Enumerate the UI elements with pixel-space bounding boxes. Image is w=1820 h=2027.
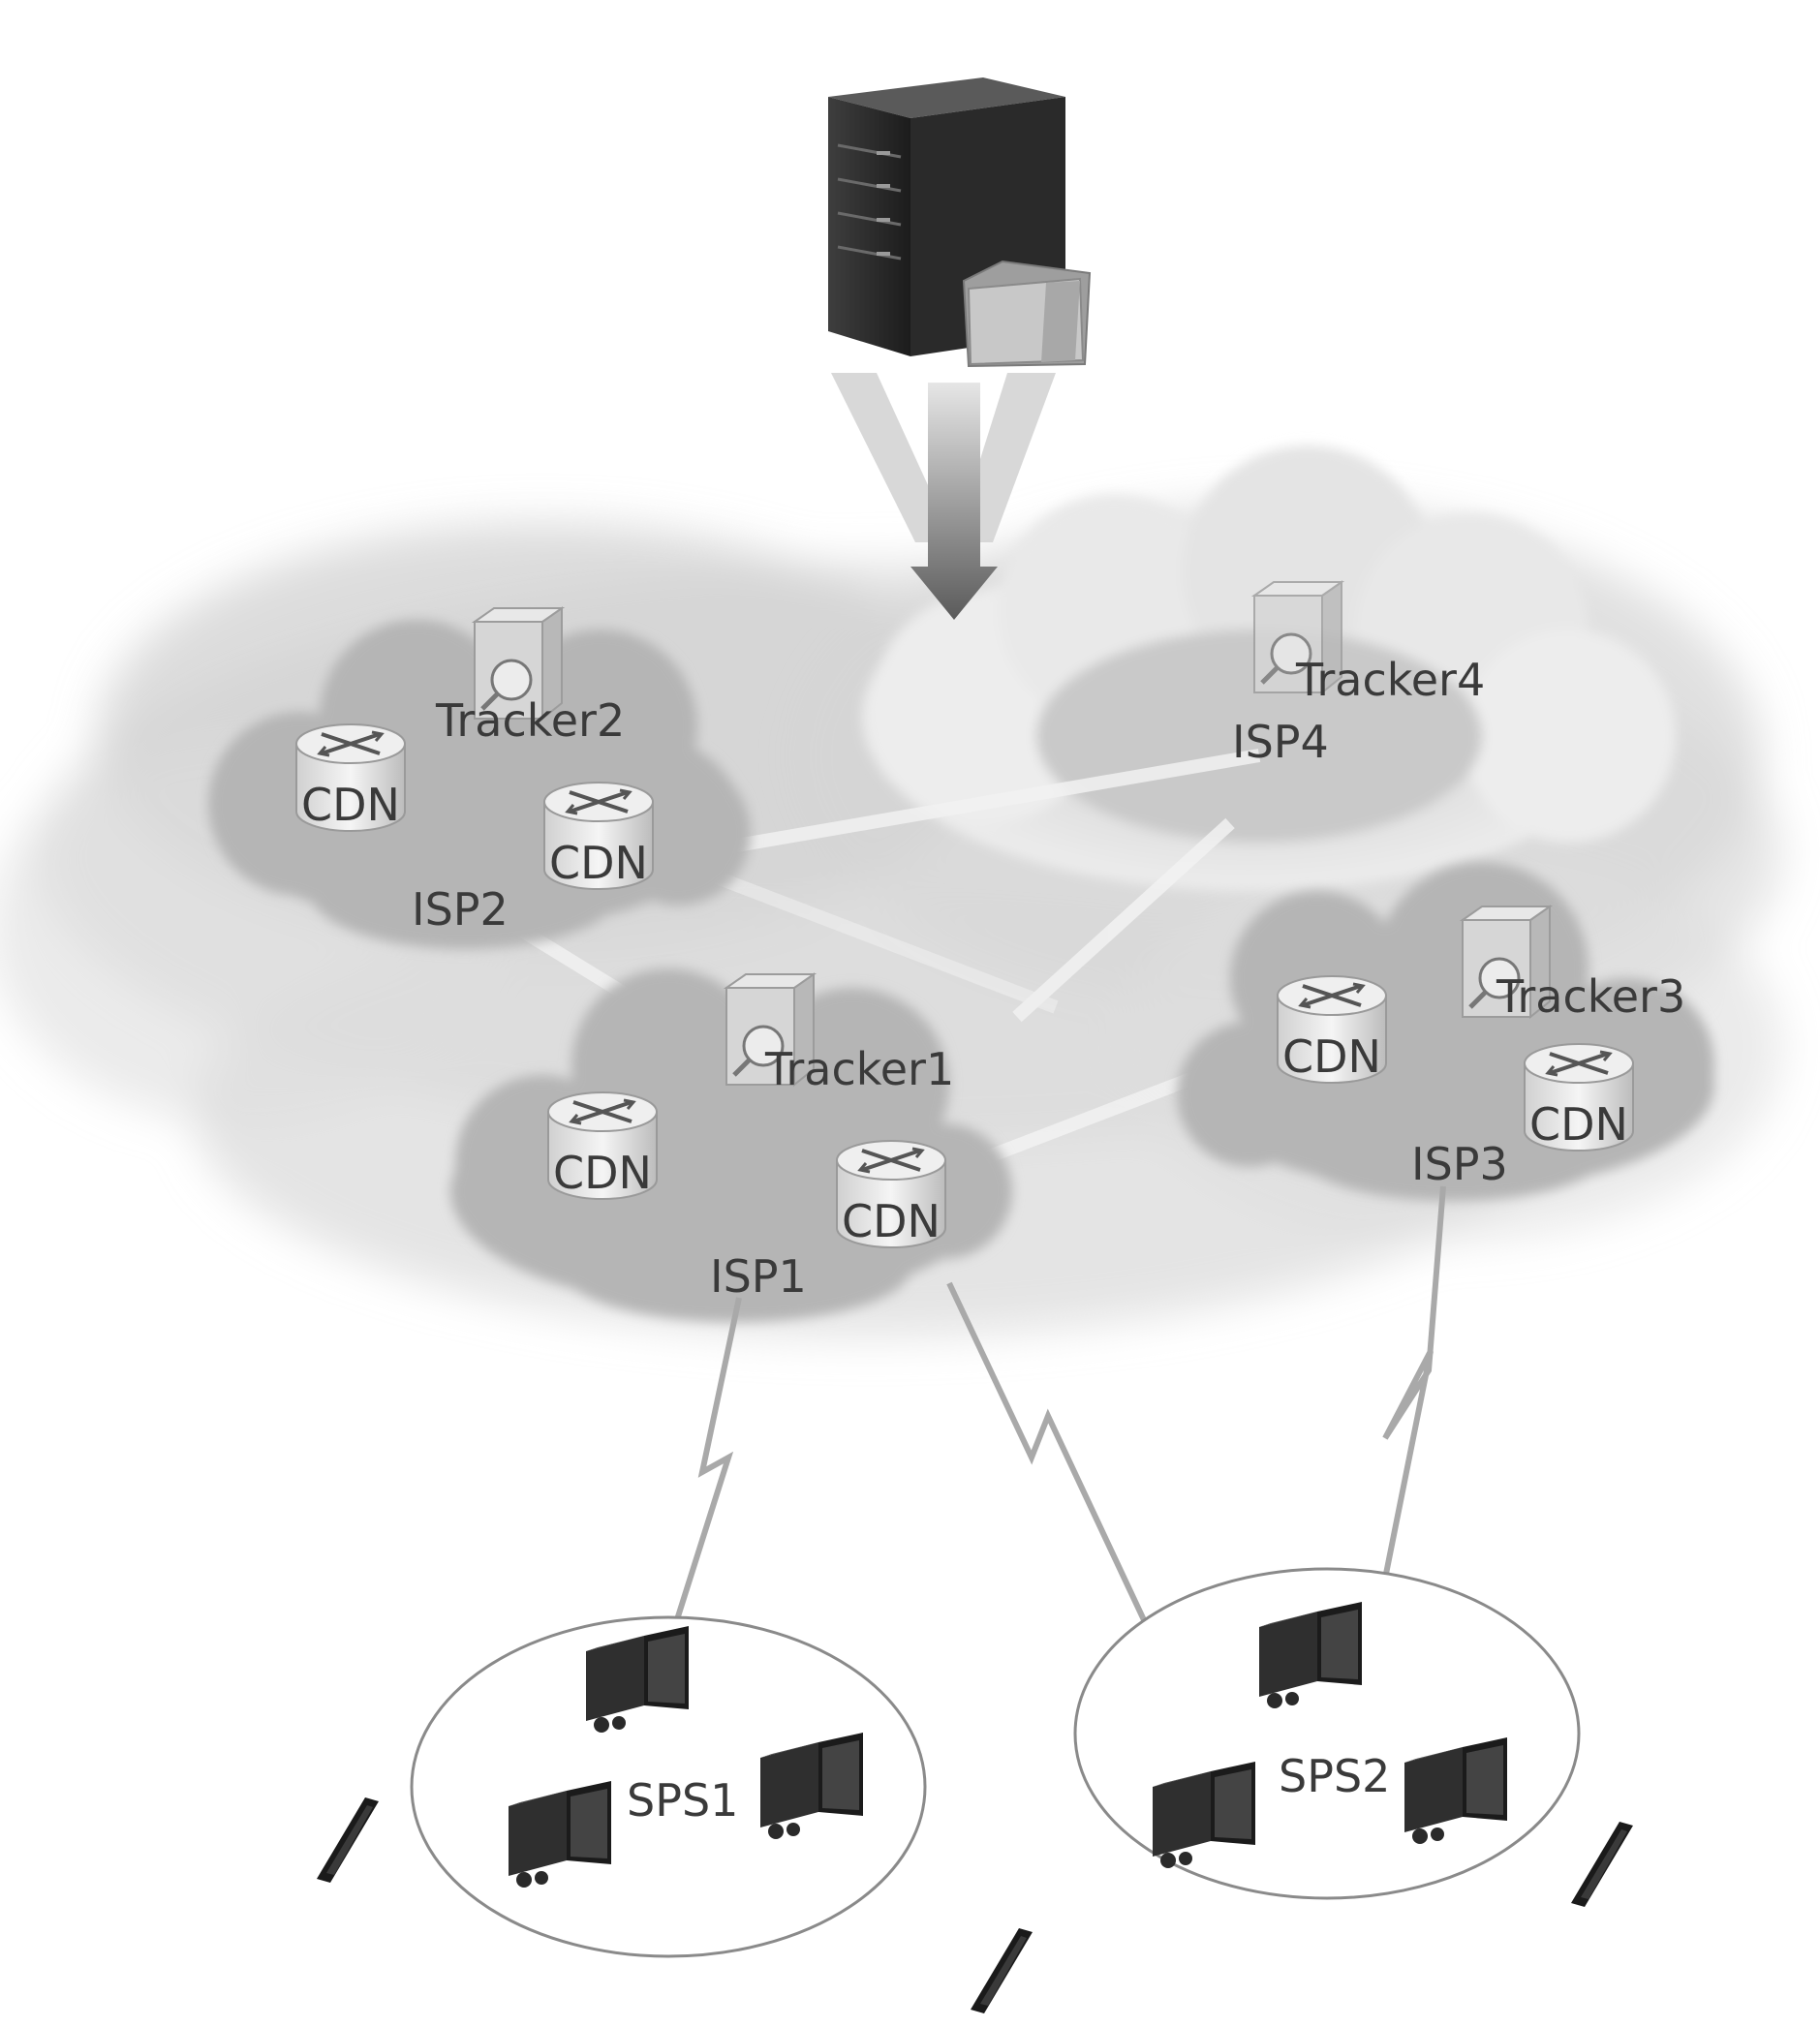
sps1-label: SPS1	[627, 1774, 738, 1827]
mobile-phone-icon	[971, 1928, 1033, 2013]
link-isp4-isp1	[1012, 817, 1235, 1023]
isp3-label: ISP3	[1411, 1138, 1508, 1190]
mobile-phone-icon	[1571, 1822, 1633, 1907]
link-isp4-isp2	[695, 749, 1261, 859]
folder-icon	[962, 260, 1092, 368]
tracker2-label: Tracker2	[435, 694, 625, 747]
cdn-label: CDN	[842, 1195, 941, 1247]
isp4-label: ISP4	[1232, 716, 1329, 768]
mobile-phone-icon	[317, 1797, 379, 1883]
link-isp1-sps2	[946, 1281, 1156, 1641]
sps2-label: SPS2	[1279, 1750, 1390, 1802]
link-isp3-sps2	[1377, 1185, 1446, 1604]
tracker3-label: Tracker3	[1496, 970, 1685, 1023]
cdn-label: CDN	[301, 779, 400, 831]
cdn-label: CDN	[1282, 1030, 1381, 1083]
isp2-label: ISP2	[412, 883, 509, 936]
cdn-label: CDN	[549, 837, 648, 889]
access-links	[670, 1185, 1446, 1641]
isp1-label: ISP1	[710, 1250, 807, 1303]
cdn-label: CDN	[1529, 1098, 1628, 1151]
cdn-label: CDN	[553, 1147, 652, 1199]
tracker1-label: Tracker1	[764, 1043, 954, 1095]
distribution-arrow	[831, 373, 1056, 620]
tracker4-label: Tracker4	[1295, 654, 1485, 706]
link-isp1-sps1	[670, 1297, 742, 1633]
source-server	[828, 77, 1092, 368]
isp4-cloud	[862, 445, 1676, 891]
